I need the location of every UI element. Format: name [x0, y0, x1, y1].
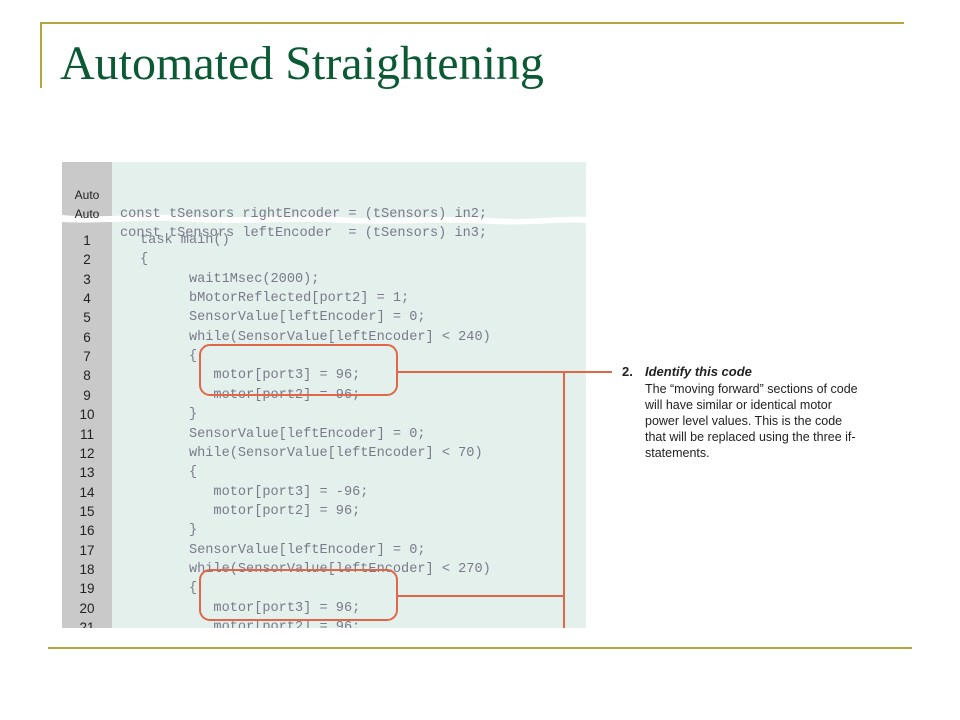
code-line: 16 }: [62, 521, 586, 540]
line-number: 1: [83, 233, 91, 248]
code-text: task main(): [140, 233, 230, 248]
code-text: SensorValue[leftEncoder] = 0;: [140, 542, 426, 558]
torn-edge-divider: [62, 214, 586, 225]
line-number-gutter: [62, 162, 112, 628]
code-text: motor[port3] = -96;: [140, 484, 369, 500]
code-line: 12 while(SensorValue[leftEncoder] < 70): [62, 444, 586, 463]
callout-number: 2.: [622, 364, 633, 379]
code-text: SensorValue[leftEncoder] = 0;: [140, 310, 426, 326]
code-line: 13 {: [62, 463, 586, 482]
code-figure: Auto const tSensors rightEncoder = (tSen…: [62, 162, 586, 628]
top-accent-line: [40, 22, 904, 24]
left-accent-line: [40, 22, 42, 88]
line-gutter-label: Auto: [74, 207, 100, 221]
line-number: 19: [79, 581, 95, 597]
code-line: 10 }: [62, 405, 586, 424]
line-number: 4: [83, 291, 91, 307]
code-line: 14 motor[port3] = -96;: [62, 483, 586, 502]
code-line: 1 task main(): [62, 231, 586, 250]
code-text: motor[port3] = 96;: [140, 368, 361, 384]
line-number: 11: [79, 426, 94, 442]
code-line: 9 motor[port2] = 96;: [62, 386, 586, 405]
code-text: while(SensorValue[leftEncoder] < 270): [140, 561, 491, 577]
code-line: 2{: [62, 250, 586, 269]
line-number: 14: [79, 484, 95, 500]
line-number: 9: [83, 387, 91, 403]
code-line: 7 {: [62, 347, 586, 366]
code-text: bMotorReflected[port2] = 1;: [140, 291, 410, 307]
code-line: 11 SensorValue[leftEncoder] = 0;: [62, 425, 586, 444]
code-text: SensorValue[leftEncoder] = 0;: [140, 426, 426, 442]
code-text: while(SensorValue[leftEncoder] < 70): [140, 445, 483, 461]
line-number: 21: [79, 620, 95, 628]
line-number: 17: [79, 542, 95, 558]
code-header-line: Auto const tSensors rightEncoder = (tSen…: [62, 167, 586, 222]
code-text: {: [140, 465, 198, 481]
slide-title: Automated Straightening: [60, 37, 544, 90]
code-header-line: Auto const tSensors leftEncoder = (tSens…: [62, 186, 586, 241]
code-line: 5 SensorValue[leftEncoder] = 0;: [62, 308, 586, 327]
code-text: }: [140, 407, 198, 423]
code-line: 3 wait1Msec(2000);: [62, 270, 586, 289]
code-text: {: [140, 581, 198, 597]
code-line: 19 {: [62, 579, 586, 598]
code-text: while(SensorValue[leftEncoder] < 240): [140, 329, 491, 345]
code-line: 21 motor[port2] = 96;: [62, 618, 586, 628]
line-number: 8: [83, 368, 91, 384]
code-line: 4 bMotorReflected[port2] = 1;: [62, 289, 586, 308]
code-line: 6 while(SensorValue[leftEncoder] < 240): [62, 328, 586, 347]
line-number: 7: [83, 349, 91, 365]
line-number: 3: [83, 271, 91, 287]
code-text: motor[port2] = 96;: [140, 387, 361, 403]
code-text: const tSensors rightEncoder = (tSensors)…: [120, 207, 488, 222]
line-number: 18: [79, 561, 95, 577]
code-text: motor[port3] = 96;: [140, 600, 361, 616]
line-number: 6: [83, 329, 91, 345]
line-number: 13: [79, 465, 95, 481]
line-number: 20: [79, 600, 95, 616]
line-number: 10: [79, 407, 95, 423]
line-number: 16: [79, 523, 95, 539]
code-text: {: [140, 252, 149, 268]
code-line: 17 SensorValue[leftEncoder] = 0;: [62, 541, 586, 560]
line-gutter-label: Auto: [74, 188, 100, 202]
code-line: 15 motor[port2] = 96;: [62, 502, 586, 521]
bottom-accent-line: [48, 647, 912, 649]
code-line: 20 motor[port3] = 96;: [62, 599, 586, 618]
code-text: wait1Msec(2000);: [140, 271, 320, 287]
callout-body: The “moving forward” sections of code wi…: [645, 382, 858, 460]
code-text: const tSensors leftEncoder = (tSensors) …: [120, 226, 488, 241]
callout-title: Identify this code: [645, 364, 752, 379]
code-text: motor[port2] = 96;: [140, 620, 361, 628]
line-number: 15: [79, 503, 95, 519]
line-number: 12: [79, 445, 95, 461]
code-text: motor[port2] = 96;: [140, 503, 361, 519]
line-number: 2: [83, 252, 91, 268]
code-line: 8 motor[port3] = 96;: [62, 366, 586, 385]
code-text: }: [140, 523, 198, 539]
code-line: 18 while(SensorValue[leftEncoder] < 270): [62, 560, 586, 579]
code-text: {: [140, 349, 198, 365]
line-number: 5: [83, 310, 91, 326]
